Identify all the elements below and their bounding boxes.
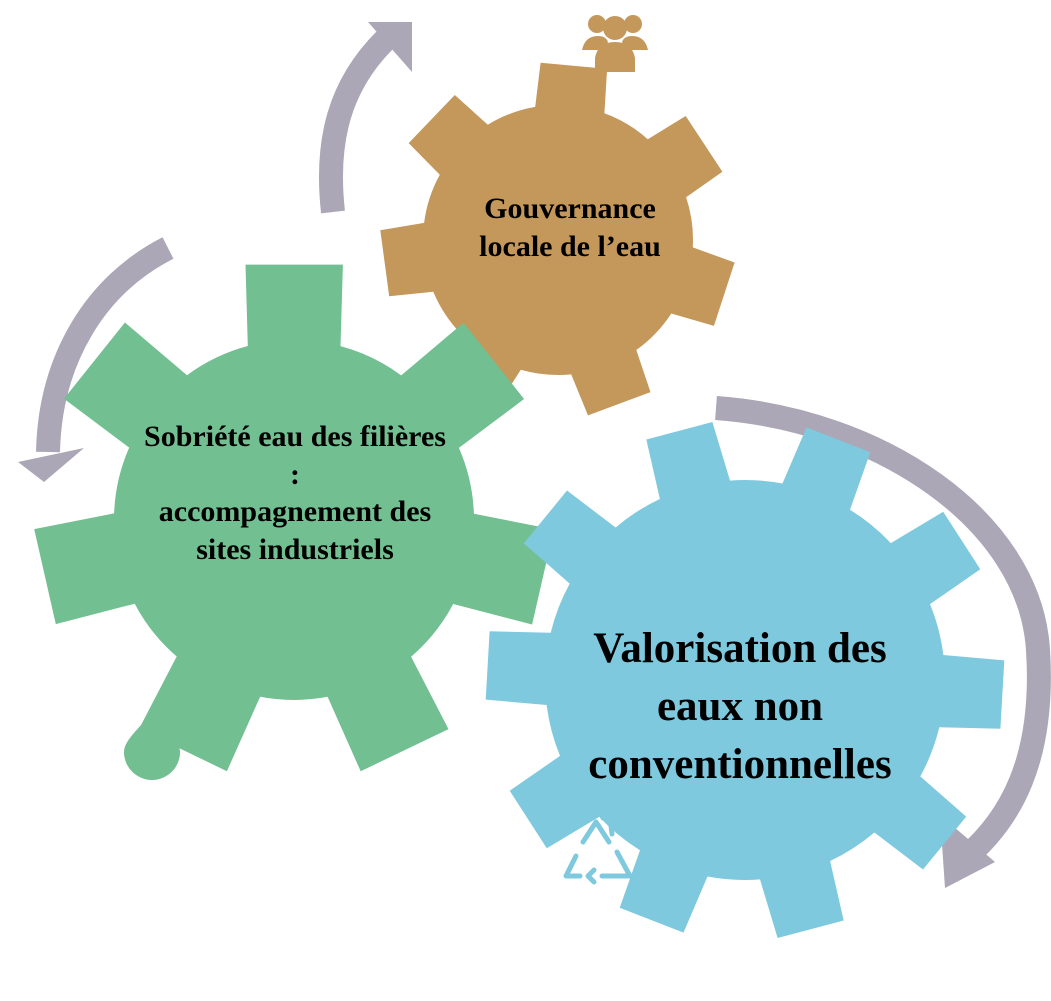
arrow-right-head (940, 815, 995, 888)
valorisation-line: Valorisation des (593, 625, 887, 672)
gear-gouvernance (380, 62, 735, 416)
recycle-icon (563, 815, 633, 885)
gouvernance-line: Gouvernance (484, 192, 656, 225)
sobriete-line: : (290, 457, 300, 491)
arrow-left (36, 237, 174, 453)
gear-sobriete (34, 264, 554, 772)
arrow-right (715, 396, 1051, 868)
people-group-icon (582, 15, 648, 72)
valorisation-line: eaux non (656, 683, 824, 731)
valorisation-line: conventionnelles (588, 741, 892, 789)
arrow-left-head (18, 448, 84, 482)
water-drop-icon (124, 712, 180, 780)
arrow-top-head (368, 22, 412, 72)
gear-valorisation (485, 422, 1005, 938)
sobriete-line: sites industriels (196, 532, 394, 566)
gouvernance-line: locale de l’eau (479, 229, 661, 263)
gouvernance-label: Gouvernance locale de l’eau (420, 190, 720, 265)
sobriete-line: accompagnement des (158, 495, 432, 528)
sobriete-label: Sobriété eau des filières : accompagneme… (85, 418, 505, 568)
arrow-top (319, 31, 394, 214)
valorisation-label: Valorisation des eaux non conventionnell… (540, 620, 940, 794)
sobriete-line: Sobriété eau des filières (144, 420, 446, 453)
